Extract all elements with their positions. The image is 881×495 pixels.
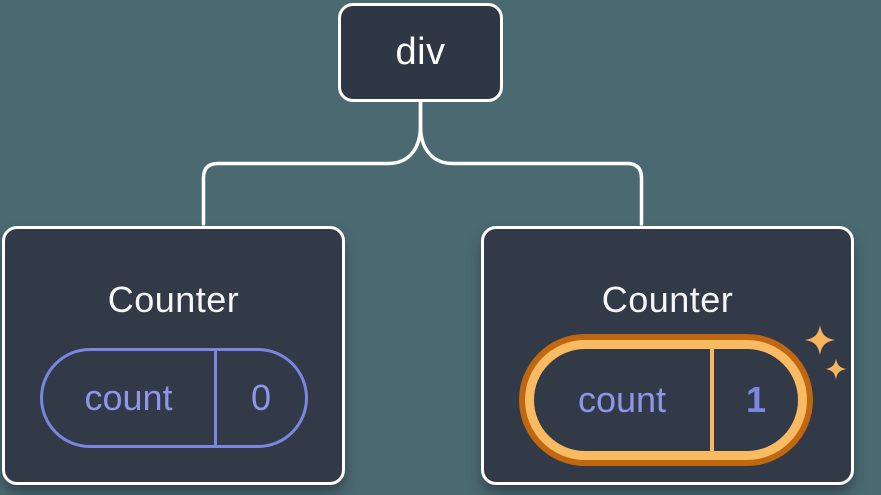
state-value: 0 [250,377,272,418]
sparkle-small [825,358,847,380]
counter-title: Counter [107,279,240,320]
state-pill-highlighted: count 1 [534,349,798,451]
root-node-label: div [395,31,446,73]
root-node-div: div [338,3,503,102]
counter-card-left: Counter count 0 [2,226,345,485]
connector-root-to-left-counter [201,100,423,226]
sparkle-large [805,325,835,355]
counter-card-right: Counter count 1 [481,226,854,485]
state-highlight-ring: count 1 [519,334,813,466]
state-label: count [534,349,714,451]
state-value: 1 [745,379,767,420]
connector-root-to-right-counter [418,100,644,226]
state-label: count [43,351,217,445]
counter-title: Counter [601,279,734,320]
state-pill: count 0 [40,348,308,448]
sparkles-icon [805,325,847,380]
